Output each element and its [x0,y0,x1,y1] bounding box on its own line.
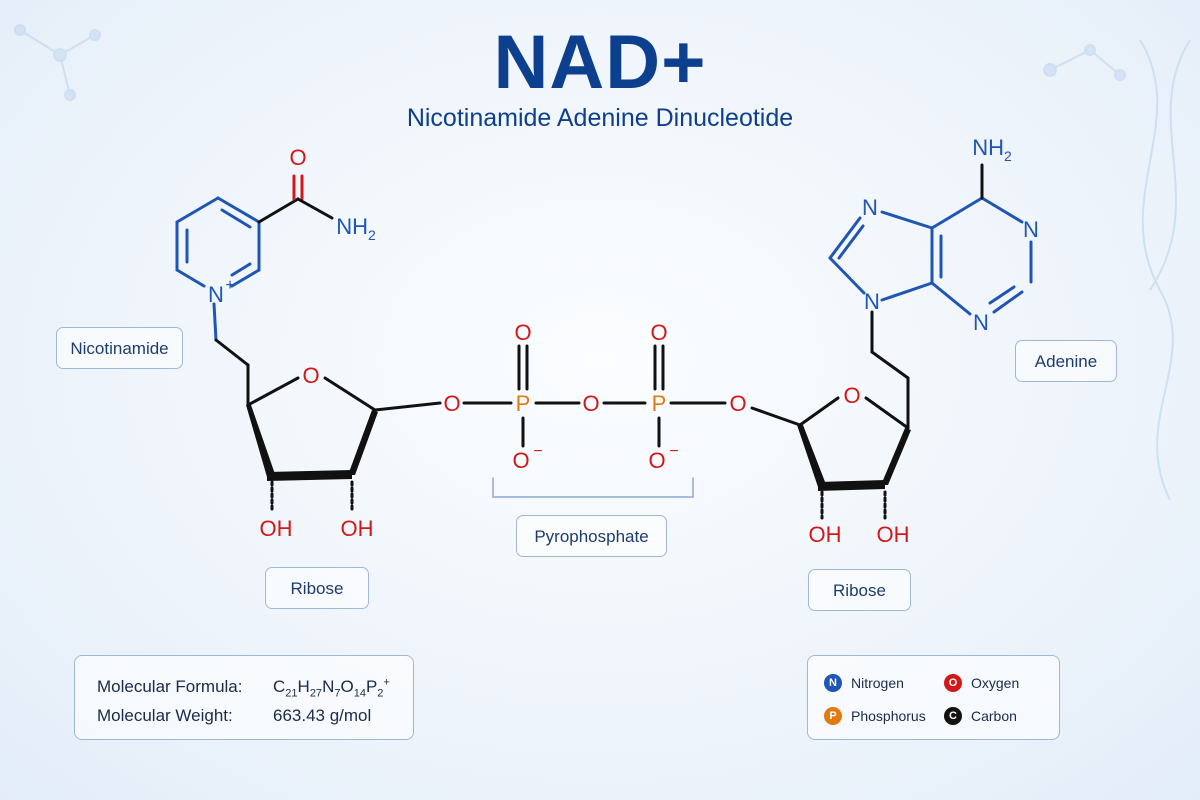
pyridinium-charge: + [225,277,234,294]
carbonyl-oxygen-atom: O [289,145,306,170]
formula-row: Molecular Formula: C21H27N7O14P2+ [97,670,390,700]
phosphorus-1-oxygen-charge: − [533,443,542,460]
page-title: NAD+ [493,20,707,105]
weight-value: 663.43 g/mol [273,706,372,725]
element-legend: N Nitrogen O Oxygen P Phosphorus C Carbo… [807,655,1060,740]
phosphorus-1-atom: P [516,391,531,416]
ribose-left-oh-left: OH [260,516,293,541]
formula-label: Molecular Formula: [97,676,243,696]
adenine-group [828,163,1033,316]
phosphorus-1-oxygen-bottom-atom: O [512,448,529,473]
pyrophosphate-group [462,344,727,498]
legend-item-oxygen: O Oxygen [944,673,1019,693]
phosphorus-2-oxygen-top-atom: O [650,320,667,345]
bridge-oxygen-left-atom: O [443,391,460,416]
phosphorus-dot-icon: P [824,707,842,725]
label-ribose-left: Ribose [265,567,369,609]
phosphorus-2-oxygen-bottom-atom: O [648,448,665,473]
ribose-right-oh-right: OH [877,522,910,547]
adenine-nh2-atom: NH2 [972,135,1012,164]
page-subtitle: Nicotinamide Adenine Dinucleotide [406,104,794,132]
label-adenine: Adenine [1015,340,1117,382]
weight-label: Molecular Weight: [97,706,233,725]
ribose-right-oh-left: OH [809,522,842,547]
pyridinium-nitrogen-atom: N [208,282,224,307]
label-nicotinamide: Nicotinamide [56,327,183,369]
bridge-oxygen-middle-atom: O [582,391,599,416]
adenine-n9-atom: N [864,289,880,314]
nitrogen-dot-icon: N [824,674,842,692]
phosphorus-2-atom: P [652,391,667,416]
legend-item-nitrogen: N Nitrogen [824,673,904,693]
ribose-right-ring-oxygen-atom: O [843,383,860,408]
adenine-nitrogen-right-atom: N [1023,217,1039,242]
carbon-dot-icon: C [944,707,962,725]
label-ribose-right: Ribose [808,569,911,611]
phosphorus-2-oxygen-charge: − [669,443,678,460]
oxygen-dot-icon: O [944,674,962,692]
formula-value: C21H27N7O14P2+ [273,676,390,700]
bridge-oxygen-right-atom: O [729,391,746,416]
ribose-right-ring [750,310,911,520]
ribose-left-ring-oxygen-atom: O [302,363,319,388]
label-pyrophosphate: Pyrophosphate [516,515,667,557]
nicotinamide-group [175,174,334,407]
legend-item-phosphorus: P Phosphorus [824,706,926,726]
legend-item-carbon: C Carbon [944,706,1017,726]
amide-nh2-atom: NH2 [336,214,376,243]
ribose-left-oh-right: OH [341,516,374,541]
molecular-properties-box: Molecular Formula: C21H27N7O14P2+ Molecul… [74,655,414,740]
adenine-nitrogen-bottom-atom: N [973,310,989,335]
ribose-left-ring [246,376,442,512]
phosphorus-1-oxygen-top-atom: O [514,320,531,345]
adenine-nitrogen-top-atom: N [862,195,878,220]
background-decoration [14,24,1191,501]
weight-row: Molecular Weight: 663.43 g/mol [97,704,371,728]
